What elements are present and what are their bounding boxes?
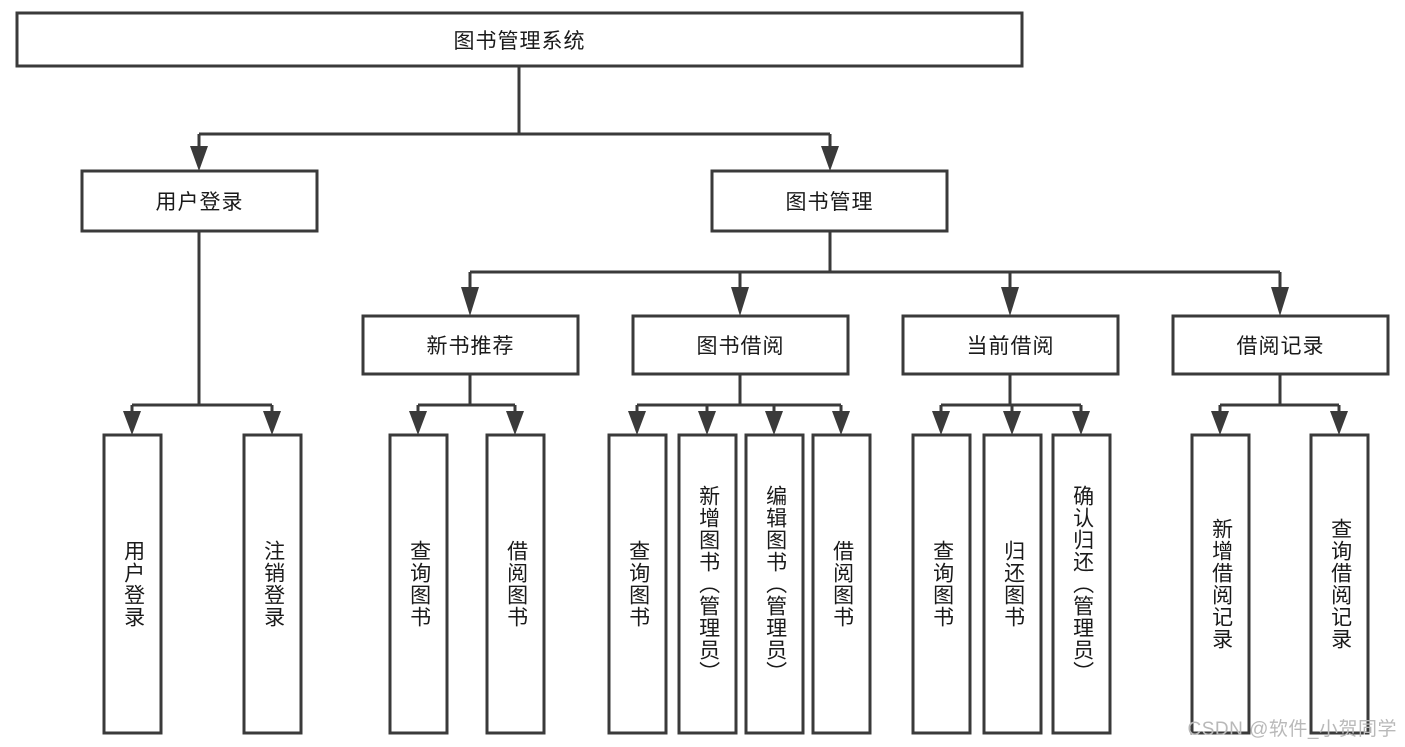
arrow-head-leaf-return-book xyxy=(1003,411,1021,435)
node-book-borrow-box[interactable] xyxy=(631,314,850,376)
leaf-box-borrow-book-1[interactable] xyxy=(485,433,546,735)
leaf-box-query-book-3[interactable] xyxy=(911,433,972,735)
arrow-head-user-login xyxy=(190,146,208,171)
arrow-head-current-borrow xyxy=(1001,287,1019,316)
connector-new-book-recommend-to-leaves xyxy=(409,374,524,435)
arrow-head-leaf-query-borrow-record xyxy=(1330,411,1348,435)
leaf-box-query-book-1[interactable] xyxy=(388,433,449,735)
csdn-watermark: CSDN @软件_小贺同学 xyxy=(1187,719,1397,740)
leaf-box-add-borrow-record[interactable] xyxy=(1190,433,1251,735)
arrow-head-leaf-add-borrow-record xyxy=(1211,411,1229,435)
arrow-head-leaf-edit-book-admin xyxy=(765,411,783,435)
connector-root-to-level2 xyxy=(190,66,839,171)
node-borrow-record-box[interactable] xyxy=(1171,314,1390,376)
arrow-head-borrow-record xyxy=(1271,287,1289,316)
arrow-head-new-book-recommend xyxy=(461,287,479,316)
leaf-box-edit-book-admin[interactable] xyxy=(744,433,805,735)
leaf-box-return-book[interactable] xyxy=(982,433,1043,735)
connector-borrow-record-to-leaves xyxy=(1211,374,1348,435)
node-root-box[interactable] xyxy=(15,11,1024,68)
arrow-head-leaf-borrow-book-1 xyxy=(506,411,524,435)
arrow-head-leaf-user-login xyxy=(123,411,141,435)
node-book-management-box[interactable] xyxy=(710,169,949,233)
leaf-box-query-book-2[interactable] xyxy=(607,433,668,735)
arrow-head-leaf-add-book-admin xyxy=(698,411,716,435)
arrow-head-leaf-query-book-1 xyxy=(409,411,427,435)
leaf-box-borrow-book-2[interactable] xyxy=(811,433,872,735)
node-current-borrow-box[interactable] xyxy=(901,314,1120,376)
arrow-head-leaf-query-book-2 xyxy=(628,411,646,435)
arrow-head-book-borrow xyxy=(731,287,749,316)
node-new-book-recommend-box[interactable] xyxy=(361,314,580,376)
arrow-head-leaf-confirm-return-admin xyxy=(1072,411,1090,435)
leaf-box-confirm-return-admin[interactable] xyxy=(1051,433,1112,735)
leaf-box-query-borrow-record[interactable] xyxy=(1309,433,1370,735)
arrow-head-book-management xyxy=(821,146,839,171)
arrow-head-leaf-borrow-book-2 xyxy=(832,411,850,435)
leaf-box-logout[interactable] xyxy=(242,433,303,735)
arrow-head-leaf-logout xyxy=(263,411,281,435)
leaf-box-user-login[interactable] xyxy=(102,433,163,735)
connector-current-borrow-to-leaves xyxy=(932,374,1090,435)
leaf-box-add-book-admin[interactable] xyxy=(677,433,738,735)
connector-user-login-to-leaves xyxy=(123,231,281,435)
arrow-head-leaf-query-book-3 xyxy=(932,411,950,435)
node-user-login-box[interactable] xyxy=(80,169,319,233)
connector-book-management-to-level3 xyxy=(461,231,1289,316)
connector-book-borrow-to-leaves xyxy=(628,374,850,435)
